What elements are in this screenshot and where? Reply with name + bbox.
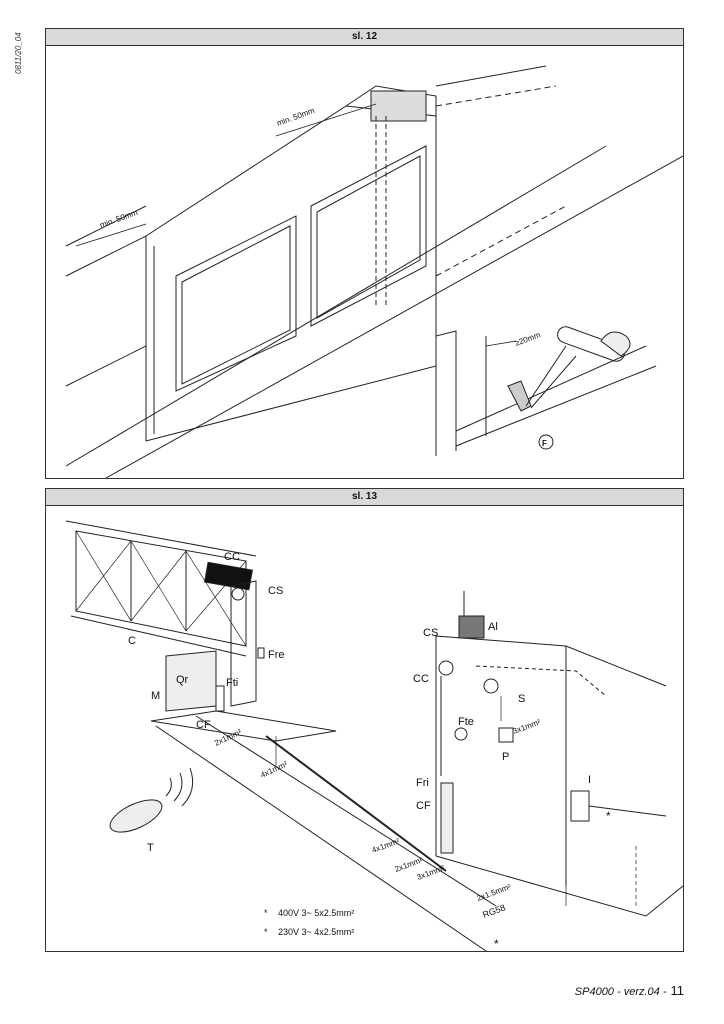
i-panel — [570, 790, 590, 822]
page-footer: SP4000 - verz.04 -11 — [575, 983, 684, 998]
label-cc-right: CC — [413, 673, 429, 685]
figure-12: sl. 12 min. 50mm min. 50mm — [45, 28, 684, 479]
gate-frame — [75, 530, 247, 647]
gate-top-line — [65, 520, 257, 557]
welding-lines — [525, 345, 577, 409]
note-2-mark: * — [264, 927, 268, 937]
i-supply-line — [588, 805, 667, 817]
cc-lamp-right — [438, 660, 454, 676]
callout-f-circle — [538, 434, 554, 450]
pillar-block — [370, 90, 427, 122]
label-cs-right: CS — [423, 627, 438, 639]
gate-cross-bracing — [75, 530, 247, 647]
label-fte: Fte — [458, 716, 474, 728]
label-m: M — [151, 690, 160, 702]
figure-13-drawing: CC CS C Fre Qr M Fti CF CS Al CC S Fte P… — [65, 520, 683, 951]
footer-doc: SP4000 - verz.04 - — [574, 986, 667, 998]
left-wall-top — [65, 205, 147, 247]
cable-2x1-left: 2x1mm² — [213, 727, 243, 748]
s-selector — [483, 678, 499, 694]
wall-line — [435, 85, 557, 107]
welder-tool — [557, 326, 625, 362]
cable-4x1-left: 4x1mm² — [259, 759, 289, 780]
rack-line — [70, 615, 247, 657]
label-cf-right: CF — [416, 800, 431, 812]
gate-panel-left — [175, 215, 297, 392]
t-remote-icon — [109, 799, 163, 833]
star-right: * — [606, 809, 611, 823]
detail-post — [435, 330, 457, 456]
p-pushbutton — [498, 727, 514, 743]
motor-base — [150, 710, 337, 742]
trench-left — [155, 715, 497, 951]
fre-unit — [257, 647, 265, 659]
label-fri: Fri — [416, 777, 429, 789]
figure-12-title: sl. 12 — [46, 29, 683, 46]
dimension-line-stop — [485, 340, 517, 347]
motor-box — [165, 650, 217, 712]
hand-icon — [600, 331, 631, 357]
signal-waves-icon — [165, 767, 194, 807]
left-wall — [65, 235, 147, 387]
dimension-line-left — [75, 223, 147, 247]
gate-panel-left-inner — [181, 225, 291, 385]
note-1-mark: * — [264, 908, 268, 918]
right-wall-base — [435, 855, 683, 917]
note-2-text: 230V 3~ 4x2.5mm² — [278, 927, 354, 937]
fti-unit — [215, 685, 225, 712]
callout-f: F — [542, 439, 547, 448]
label-qr: Qr — [176, 674, 189, 686]
ground-line — [65, 145, 607, 467]
figure-12-drawing: min. 50mm min. 50mm ≥20mm F — [65, 65, 683, 478]
cable-4x1-mid: 4x1mm² — [371, 836, 402, 854]
label-c: C — [128, 635, 136, 647]
dimension-left: min. 50mm — [99, 208, 140, 230]
label-p: P — [502, 751, 509, 763]
stop-block — [507, 380, 532, 412]
dimension-top: min. 50mm — [276, 106, 317, 128]
detail-ground — [455, 365, 657, 447]
label-al: Al — [488, 621, 498, 633]
wall-line — [435, 205, 567, 277]
fte-photocell — [454, 727, 468, 741]
note-1-text: 400V 3~ 5x2.5mm² — [278, 908, 354, 918]
cable-3x1-p: 3x1mm² — [512, 717, 543, 735]
label-t: T — [147, 842, 154, 854]
label-cs-left: CS — [268, 585, 283, 597]
figure-13: sl. 13 — [45, 488, 684, 952]
right-wall — [435, 635, 667, 886]
document-code: 0811/20_04 — [14, 32, 23, 74]
page-number: 11 — [670, 983, 685, 998]
gate-outline — [145, 105, 437, 442]
label-cc-left: CC — [224, 551, 240, 563]
label-s: S — [518, 693, 525, 705]
star-bottom: * — [494, 937, 499, 951]
detail-ground — [455, 345, 647, 432]
cable-rg58: RG58 — [481, 902, 507, 919]
cs-wheel — [231, 587, 245, 601]
cable-2x15: 2x1.5mm² — [476, 882, 513, 903]
label-cf-left: CF — [196, 719, 211, 731]
dimension-line-top — [275, 103, 377, 137]
gate-panel-right — [310, 145, 427, 327]
gate-panel-right-inner — [316, 155, 421, 319]
fri-column — [440, 782, 454, 854]
cable-3x1-mid: 3x1mm² — [416, 863, 447, 881]
wall-line — [435, 65, 547, 87]
label-fre: Fre — [268, 649, 285, 661]
trench-cable — [265, 735, 447, 872]
figure-13-title: sl. 13 — [46, 489, 683, 506]
al-antenna-box — [458, 615, 485, 639]
cc-box-left — [204, 561, 253, 591]
dimension-stop: ≥20mm — [514, 330, 542, 348]
ground-line — [105, 155, 683, 478]
label-i: I — [588, 774, 591, 786]
label-fti: Fti — [226, 677, 238, 689]
motor-post — [230, 580, 257, 707]
wall-hidden — [475, 665, 607, 697]
